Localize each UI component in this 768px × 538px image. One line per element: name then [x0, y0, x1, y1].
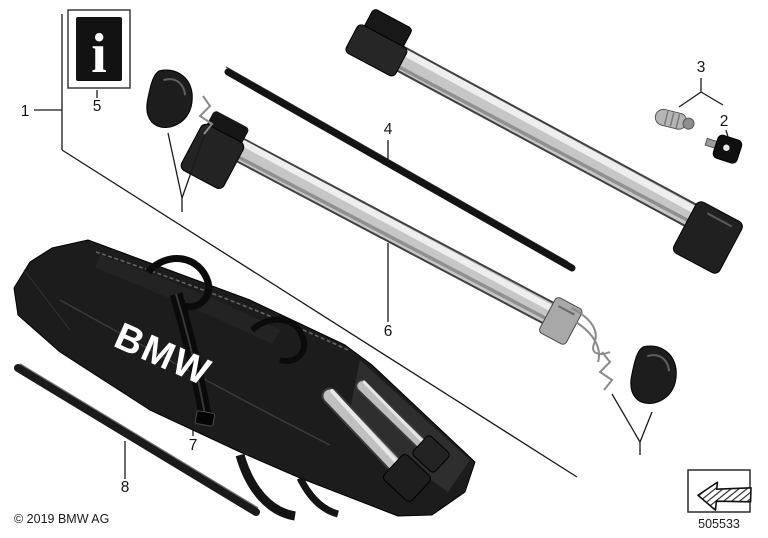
callout-8[interactable]: 8	[121, 479, 130, 496]
part-protective-strip[interactable]	[14, 363, 260, 516]
end-cap-right-leaders	[611, 393, 653, 455]
bag-strap-stitch	[175, 293, 207, 421]
back-arrow-icon	[697, 481, 752, 511]
end-cap-left-leaders	[167, 132, 205, 212]
callout-1[interactable]: 1	[21, 103, 30, 120]
bag-handle-right	[249, 316, 308, 364]
bag-loose-strap-b	[296, 476, 340, 518]
crossbar-end-cap-top-left	[345, 9, 412, 77]
part-end-cap-right[interactable]	[625, 342, 683, 409]
callout-7[interactable]: 7	[189, 437, 198, 454]
part-end-cap-left[interactable]	[141, 66, 199, 133]
part-rubber-strip[interactable]	[224, 66, 576, 272]
mounting-wire-bracket-b	[575, 321, 600, 363]
mounting-wire-left[interactable]	[198, 95, 214, 135]
mounting-wire-bracket-a	[571, 307, 611, 355]
bag-loose-strap-a	[235, 453, 296, 521]
crossbar-bracket-mid-right	[539, 297, 583, 345]
crossbar-foot-top-right	[672, 201, 743, 274]
callout-2[interactable]: 2	[720, 113, 729, 130]
bag-buckle	[194, 410, 216, 427]
info-icon-glyph: i	[91, 23, 107, 85]
callout-3-bracket	[678, 78, 724, 108]
callout-1-bracket	[34, 14, 578, 478]
part-key[interactable]	[702, 131, 743, 165]
bag-crossbar-b	[321, 387, 431, 502]
callout-3[interactable]: 3	[697, 59, 706, 76]
bag-fold-line	[23, 269, 71, 331]
mounting-wire-right[interactable]	[598, 351, 614, 391]
part-lock-cylinder[interactable]	[654, 108, 696, 133]
callout-6[interactable]: 6	[384, 323, 393, 340]
bag-handle-left	[145, 255, 213, 311]
back-arrow-button[interactable]	[687, 469, 752, 514]
callout-5[interactable]: 5	[93, 98, 102, 115]
bag-zipper	[95, 251, 349, 351]
part-crossbar-disassembled[interactable]	[179, 108, 611, 363]
copyright-text: © 2019 BMW AG	[14, 512, 109, 526]
bag-sheen	[95, 255, 280, 344]
part-crossbar-assembled[interactable]	[344, 5, 744, 275]
crossbar-foot-mid-left	[180, 111, 249, 189]
bag-crossbar-a	[355, 379, 450, 473]
callout-2-leader	[725, 129, 729, 138]
info-legend-box[interactable]: i	[67, 9, 131, 89]
callout-4[interactable]: 4	[384, 121, 393, 138]
part-storage-bag[interactable]: BMW	[13, 239, 476, 521]
info-icon	[76, 17, 122, 81]
diagram-number: 505533	[698, 517, 740, 531]
